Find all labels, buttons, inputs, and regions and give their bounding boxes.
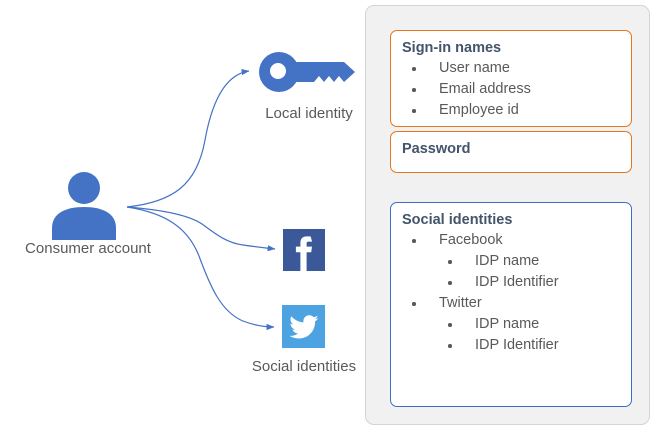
social-identities-list: Facebook IDP name IDP Identifier Twitter… — [391, 230, 631, 356]
list-item-label: Email address — [439, 81, 531, 97]
bullet-icon — [412, 67, 416, 71]
list-item: Facebook — [391, 230, 631, 251]
provider-label: Twitter — [439, 295, 482, 311]
consumer-account-node — [8, 170, 168, 260]
social-identities-title: Social identities — [402, 212, 513, 228]
password-box: Password — [390, 131, 632, 173]
provider-attribute-label: IDP name — [475, 253, 540, 269]
bullet-icon — [412, 109, 416, 113]
list-item: User name — [391, 58, 631, 79]
key-icon — [258, 52, 358, 97]
bullet-icon — [448, 323, 452, 327]
consumer-account-label: Consumer account — [25, 240, 151, 257]
list-item: Twitter — [391, 293, 631, 314]
person-icon — [50, 170, 120, 240]
list-item: IDP Identifier — [391, 272, 631, 293]
provider-attribute-label: IDP Identifier — [475, 337, 559, 353]
list-item-label: Employee id — [439, 102, 519, 118]
bullet-icon — [448, 260, 452, 264]
provider-label: Facebook — [439, 232, 503, 248]
list-item: Employee id — [391, 100, 631, 121]
social-identities-box: Social identities Facebook IDP name IDP … — [390, 202, 632, 407]
list-item: IDP name — [391, 251, 631, 272]
provider-attribute-label: IDP Identifier — [475, 274, 559, 290]
bullet-icon — [412, 302, 416, 306]
detail-panel: Sign-in names User name Email address Em… — [365, 5, 650, 425]
signin-names-title: Sign-in names — [402, 40, 502, 56]
list-item: Email address — [391, 79, 631, 100]
signin-names-list: User name Email address Employee id — [391, 58, 631, 121]
bullet-icon — [448, 344, 452, 348]
bullet-icon — [412, 88, 416, 92]
social-identities-label: Social identities — [251, 358, 357, 375]
list-item: IDP name — [391, 314, 631, 335]
list-item-label: User name — [439, 60, 510, 76]
password-title: Password — [402, 141, 471, 157]
bullet-icon — [448, 281, 452, 285]
signin-names-box: Sign-in names User name Email address Em… — [390, 30, 632, 127]
provider-attribute-label: IDP name — [475, 316, 540, 332]
facebook-icon — [283, 229, 325, 271]
local-identity-label: Local identity — [265, 105, 353, 122]
local-identity-node — [258, 52, 358, 97]
list-item: IDP Identifier — [391, 335, 631, 356]
bullet-icon — [412, 239, 416, 243]
twitter-icon — [282, 305, 325, 348]
